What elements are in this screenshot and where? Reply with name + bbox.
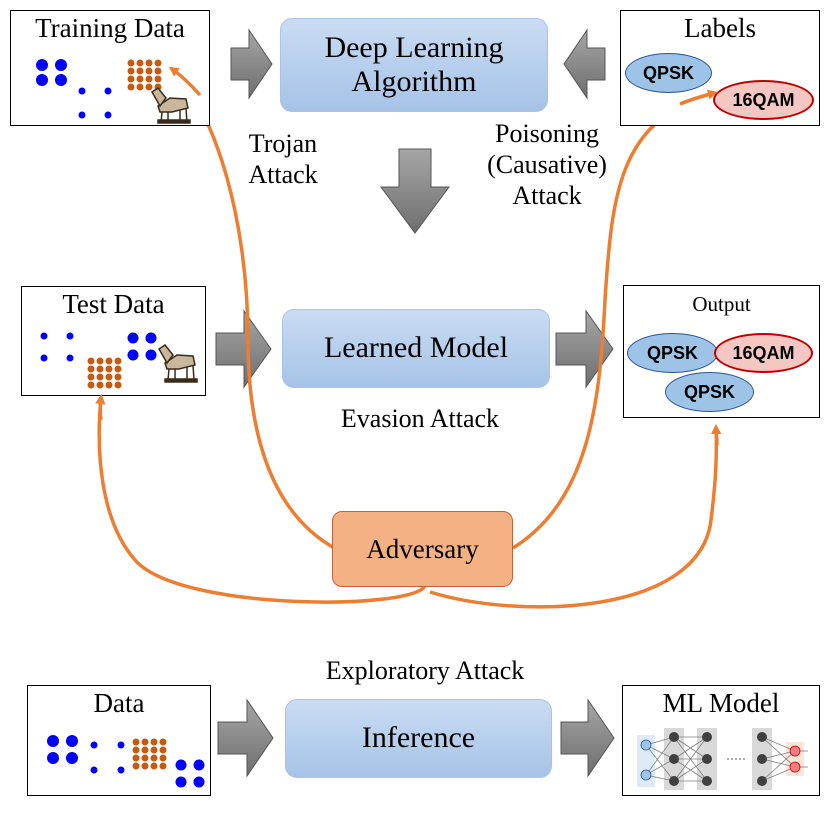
inference-label: Inference xyxy=(361,721,476,755)
output-16qam-text: 16QAM xyxy=(732,342,795,363)
arrow-inference-to-mlmodel xyxy=(560,698,615,778)
deep-learning-line2: Algorithm xyxy=(351,65,477,98)
poisoning-attack-arrow xyxy=(512,89,718,550)
labels-qpsk-ellipse: QPSK xyxy=(625,53,712,93)
output-title: Output xyxy=(692,292,751,316)
output-qpsk-ellipse-2: QPSK xyxy=(665,372,754,412)
arrow-test-to-model xyxy=(215,309,272,389)
arrow-labels-to-algorithm xyxy=(563,28,606,100)
trojan-attack-label: Trojan Attack xyxy=(248,129,318,190)
adversary-label: Adversary xyxy=(366,533,479,564)
labels-title: Labels xyxy=(684,13,756,43)
arrow-data-to-inference xyxy=(217,698,274,778)
adversary-box: Adversary xyxy=(332,511,513,587)
deep-learning-algorithm-box: Deep Learning Algorithm xyxy=(280,18,548,112)
output-qpsk-text-2: QPSK xyxy=(683,381,735,402)
learned-model-box: Learned Model xyxy=(282,309,550,388)
data-title: Data xyxy=(93,688,145,718)
training-data-title: Training Data xyxy=(35,13,185,43)
inference-box: Inference xyxy=(285,699,552,778)
test-data-box: Test Data xyxy=(21,286,206,396)
training-data-box: Training Data xyxy=(10,10,210,126)
exploratory-attack-label: Exploratory Attack xyxy=(325,656,525,685)
output-qpsk-text-1: QPSK xyxy=(646,342,698,363)
arrow-training-to-algorithm xyxy=(230,28,273,100)
deep-learning-line1: Deep Learning xyxy=(324,30,504,64)
output-qpsk-ellipse-1: QPSK xyxy=(627,333,718,373)
learned-model-label: Learned Model xyxy=(323,331,509,365)
evasion-attack-arrow-left xyxy=(95,394,427,604)
ml-model-box: ML Model xyxy=(622,685,820,796)
poisoning-attack-label: Poisoning (Causative) Attack xyxy=(487,119,607,211)
ml-model-title: ML Model xyxy=(662,688,780,718)
labels-16qam-text: 16QAM xyxy=(732,89,795,110)
labels-qpsk-text: QPSK xyxy=(642,62,694,83)
data-box: Data xyxy=(27,685,211,796)
evasion-attack-label: Evasion Attack xyxy=(340,404,500,433)
evasion-attack-arrow-right xyxy=(429,424,722,609)
block-arrows xyxy=(215,28,615,778)
labels-16qam-ellipse: 16QAM xyxy=(713,80,814,120)
test-data-title: Test Data xyxy=(62,289,165,319)
arrow-algorithm-to-model xyxy=(380,148,450,234)
output-16qam-ellipse: 16QAM xyxy=(714,333,813,373)
